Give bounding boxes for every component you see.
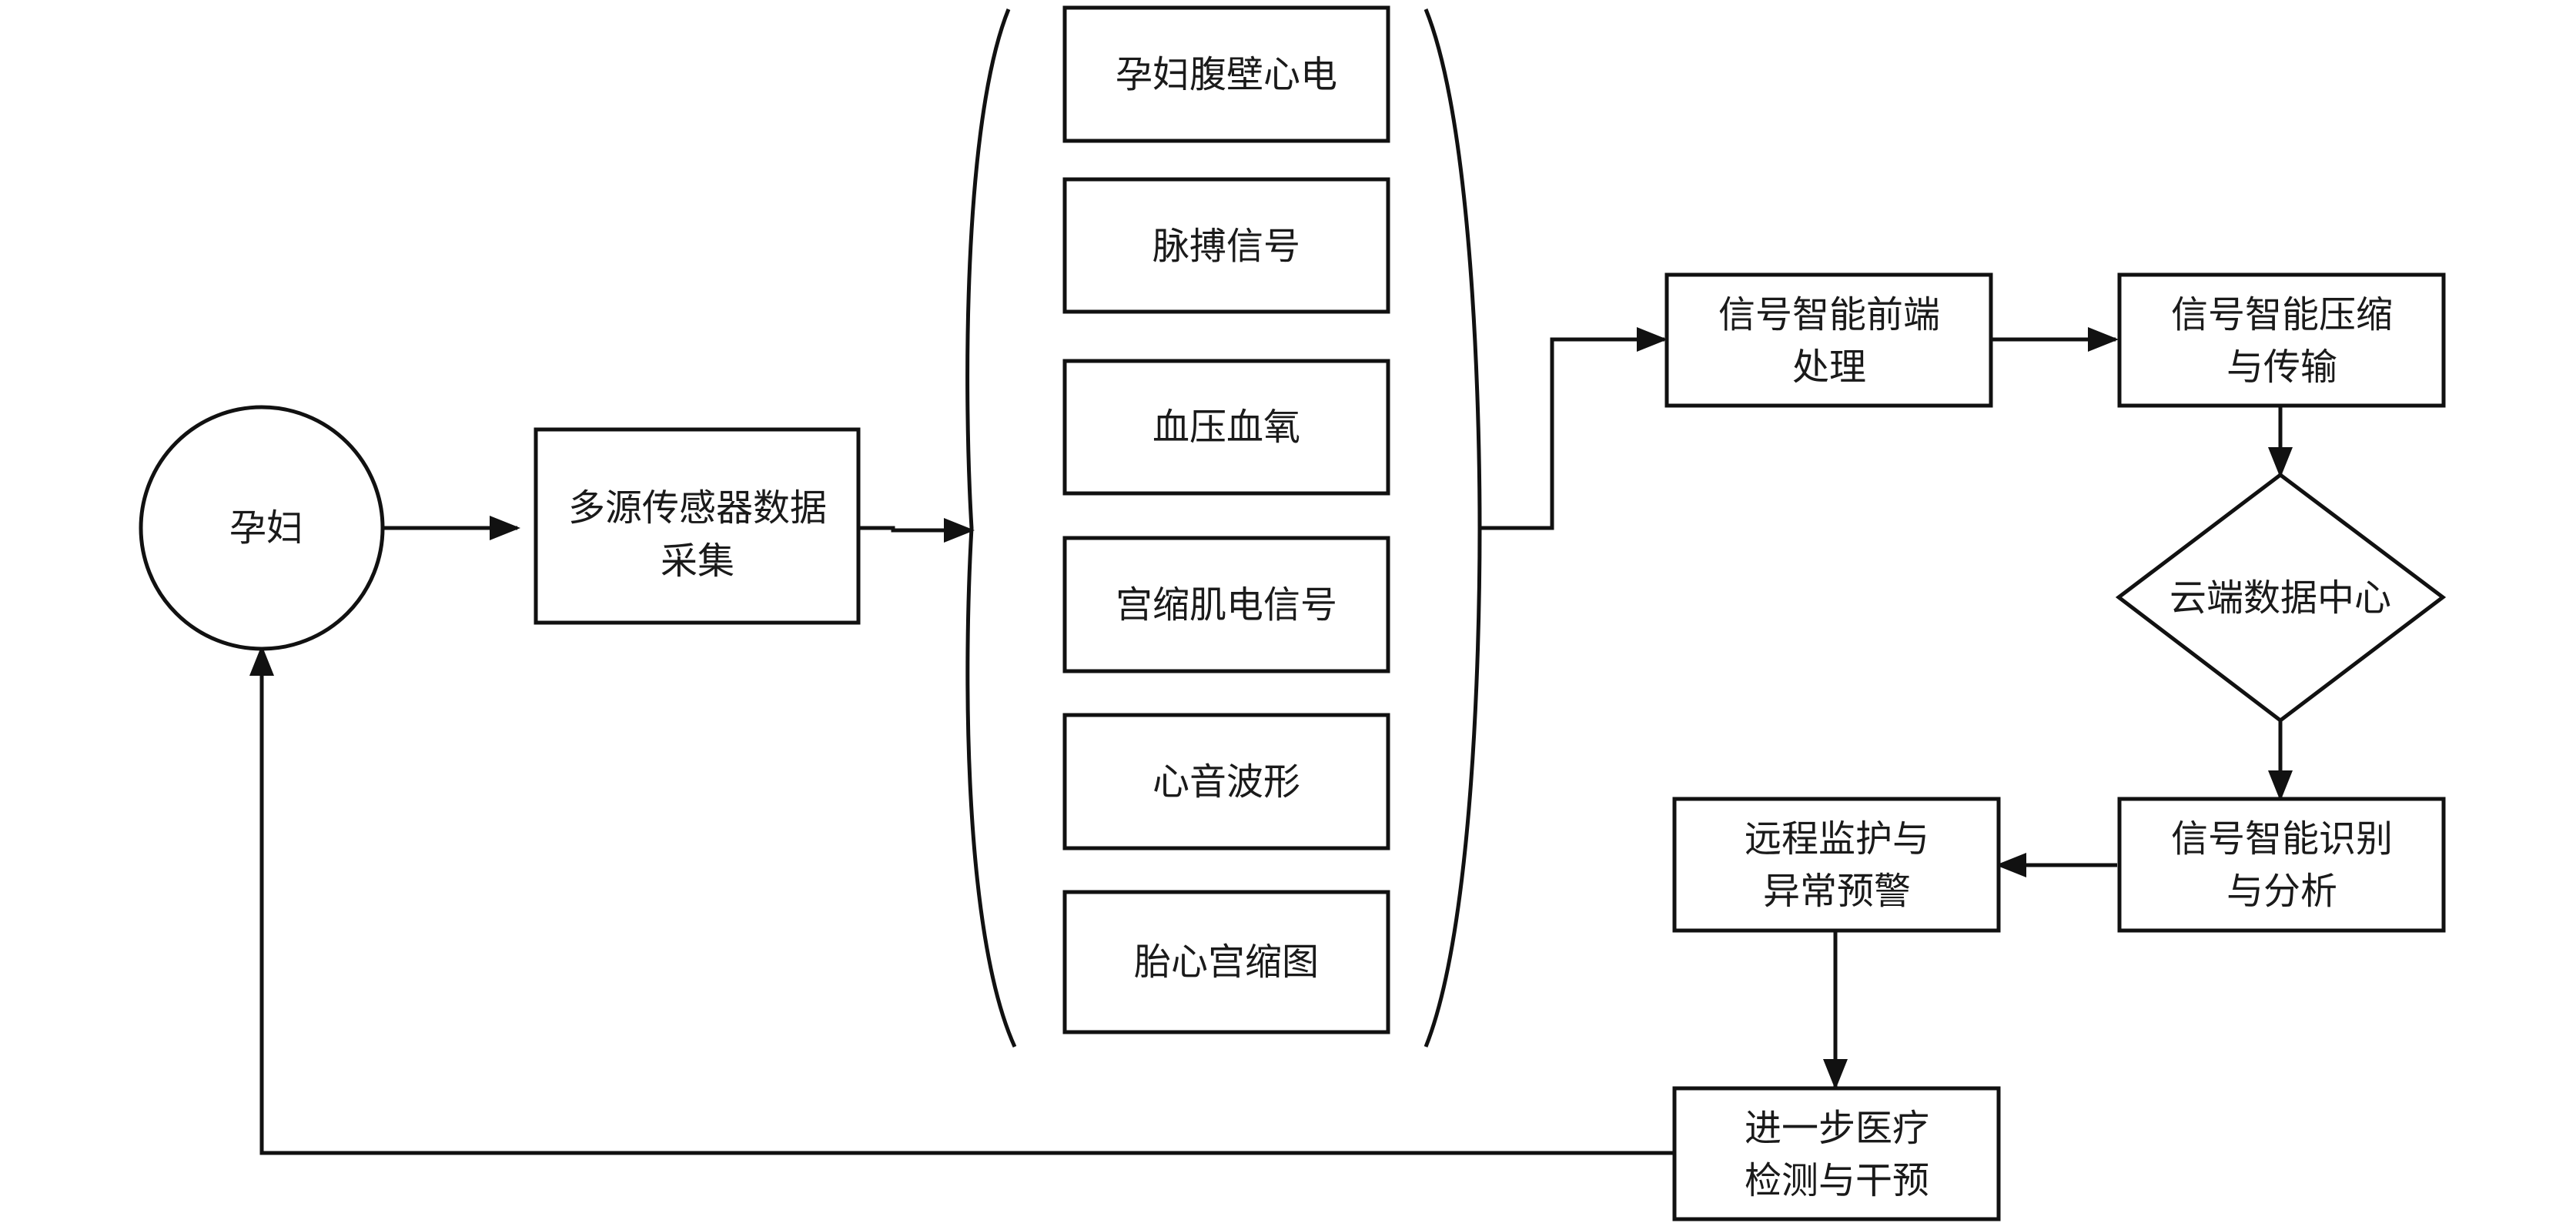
node-sig1-label: 孕妇腹壁心电 <box>1116 53 1337 96</box>
arrow-signals-to-frontend <box>1480 327 1668 530</box>
node-sig3-label: 血压血氧 <box>1153 406 1300 449</box>
node-pregnant-label: 孕妇 <box>229 506 303 550</box>
node-compress-label-2: 与传输 <box>2226 346 2337 389</box>
right-bracket <box>1423 8 1482 1048</box>
node-monitor-label-2: 异常预警 <box>1763 870 1911 913</box>
node-pregnant: 孕妇 <box>139 405 385 651</box>
connectors <box>249 327 2293 1155</box>
node-medical-label-2: 检测与干预 <box>1745 1159 1929 1202</box>
node-frontend-label-2: 处理 <box>1792 346 1866 389</box>
node-sig2-label: 脉搏信号 <box>1153 225 1300 268</box>
left-bracket <box>965 8 1017 1048</box>
node-analysis: 信号智能识别 与分析 <box>2117 797 2446 933</box>
node-sig3: 血压血氧 <box>1062 359 1390 496</box>
node-frontend-label-1: 信号智能前端 <box>1718 293 1940 336</box>
node-sig6-label: 胎心宫缩图 <box>1134 941 1319 984</box>
node-frontend: 信号智能前端 处理 <box>1664 272 1993 408</box>
node-sig4-label: 宫缩肌电信号 <box>1116 583 1337 627</box>
node-cloud-label: 云端数据中心 <box>2170 576 2391 620</box>
node-compress: 信号智能压缩 与传输 <box>2117 272 2446 408</box>
node-sig6: 胎心宫缩图 <box>1062 890 1390 1034</box>
node-sig2: 脉搏信号 <box>1062 177 1390 314</box>
node-analysis-label-2: 与分析 <box>2226 870 2337 913</box>
node-collect: 多源传感器数据 采集 <box>534 427 861 625</box>
arrow-medical-to-pregnant <box>249 645 1673 1155</box>
node-sig1: 孕妇腹壁心电 <box>1062 5 1390 143</box>
node-medical-label-1: 进一步医疗 <box>1745 1107 1929 1150</box>
node-analysis-label-1: 信号智能识别 <box>2171 817 2393 860</box>
node-sig5: 心音波形 <box>1062 713 1390 850</box>
node-cloud: 云端数据中心 <box>2115 472 2447 723</box>
arrow-collect-to-signals <box>858 518 975 543</box>
node-medical: 进一步医疗 检测与干预 <box>1672 1086 2001 1221</box>
node-monitor-label-1: 远程监护与 <box>1745 817 1929 860</box>
signal-group-brackets <box>965 8 1482 1048</box>
node-collect-label-1: 多源传感器数据 <box>568 486 827 530</box>
node-monitor: 远程监护与 异常预警 <box>1672 797 2001 933</box>
node-sig5-label: 心音波形 <box>1153 760 1300 804</box>
node-sig4: 宫缩肌电信号 <box>1062 536 1390 673</box>
node-collect-label-2: 采集 <box>661 540 734 583</box>
node-compress-label-1: 信号智能压缩 <box>2171 293 2393 336</box>
